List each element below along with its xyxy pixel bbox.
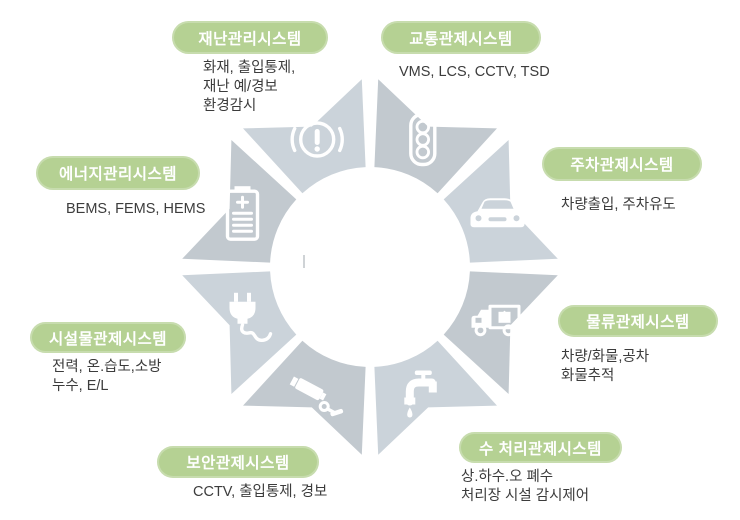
truck-icon [471,304,521,337]
traffic-light-icon [409,112,437,167]
desc-traffic-control: VMS, LCS, CCTV, TSD [399,64,550,80]
cctv-camera-icon [289,376,344,417]
wedge-security-control [243,340,366,455]
wedge-logistics-control [443,271,558,394]
desc-disaster-management: 화재, 출입통제, 재난 예/경보 환경감시 [203,60,296,115]
cursor-artifact [303,255,305,268]
label-pill-traffic-control: 교통관제시스템 [381,21,541,54]
label-pill-logistics-control: 물류관제시스템 [558,305,718,337]
desc-facility-control: 전력, 온.습도,소방 누수, E/L [52,359,162,395]
desc-security-control: CCTV, 출입통제, 경보 [193,484,328,500]
desc-energy-management: BEMS, FEMS, HEMS [66,201,206,217]
wedge-water-treatment [374,340,497,455]
label-pill-security-control: 보안관제시스템 [157,446,319,478]
desc-logistics-control: 차량/화물,공차 화물추적 [561,349,650,385]
label-pill-facility-control: 시설물관제시스템 [30,322,186,353]
faucet-icon [404,370,437,418]
label-pill-parking-control: 주차관제시스템 [542,147,702,181]
desc-water-treatment: 상.하수.오 폐수 처리장 시설 감시제어 [461,469,590,505]
label-pill-water-treatment: 수 처리관제시스템 [459,432,622,463]
desc-parking-control: 차량출입, 주차유도 [561,197,676,213]
label-pill-disaster-management: 재난관리시스템 [172,21,328,54]
car-icon [470,198,525,228]
process-wheel [182,79,558,455]
wedge-facility-control [182,271,297,394]
power-plug-icon [229,292,273,343]
battery-icon [225,186,260,241]
wedge-disaster-management [243,79,366,194]
label-pill-energy-management: 에너지관리시스템 [36,156,200,190]
brake-warning-icon [290,121,344,158]
